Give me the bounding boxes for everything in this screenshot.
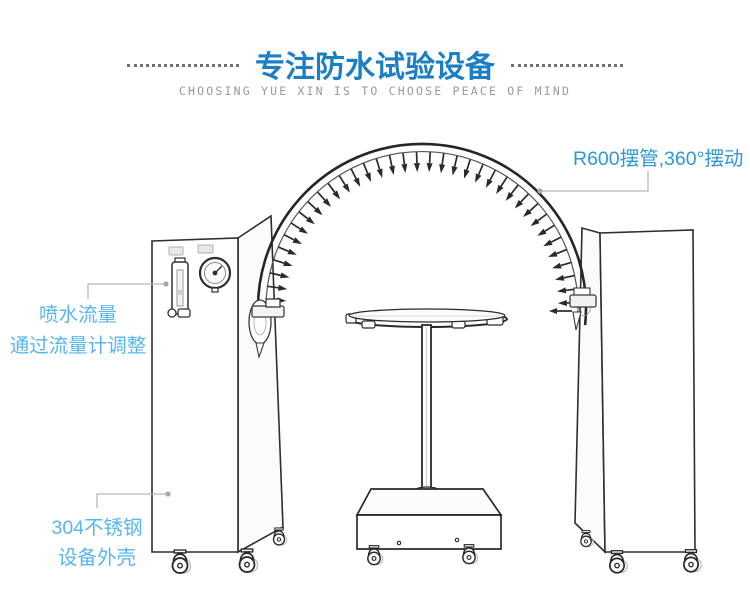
header: 专注防水试验设备 [0, 42, 750, 86]
caster-wheel [608, 550, 628, 574]
title-dash-left [127, 63, 239, 67]
flow-meter [167, 257, 191, 318]
spray-nozzles [266, 152, 578, 306]
title-dash-right [511, 63, 623, 67]
caster-wheel [238, 548, 259, 573]
caster-wheel [580, 530, 594, 548]
callout-flow-line2: 通过流量计调整 [9, 335, 147, 357]
callout-line-swing-pipe [537, 171, 649, 194]
callout-shell-label: 304不锈钢 设备外壳 [30, 513, 164, 573]
caster-wheel [462, 544, 479, 565]
left-pipe-bracket [248, 298, 285, 360]
base-box [355, 488, 503, 550]
right-pipe-bracket [549, 287, 597, 331]
callout-shell-line1: 304不锈钢 [51, 517, 143, 539]
sticker-labels [168, 244, 214, 256]
oscillating-pipe-arc [256, 142, 588, 326]
right-cabinet [574, 226, 696, 554]
page-subtitle: CHOOSING YUE XIN IS TO CHOOSE PEACE OF M… [178, 84, 572, 98]
callout-flow-line1: 喷水流量 [38, 304, 117, 326]
callout-flow-label: 喷水流量 通过流量计调整 [5, 300, 151, 362]
callout-line-flow [87, 281, 169, 299]
caster-wheel [171, 549, 192, 574]
caster-wheel [682, 549, 702, 573]
pressure-gauge [198, 256, 232, 293]
caster-wheel [367, 545, 384, 566]
turntable-pole [415, 324, 439, 502]
callout-shell-line2: 设备外壳 [57, 547, 136, 569]
callout-swing-pipe-label: R600摆管,360°摆动 [573, 148, 744, 170]
caster-wheel [272, 527, 288, 546]
turntable [345, 308, 508, 329]
callout-line-shell [96, 491, 171, 508]
callout-lines [87, 171, 649, 508]
page-title: 专注防水试验设备 [255, 51, 495, 84]
